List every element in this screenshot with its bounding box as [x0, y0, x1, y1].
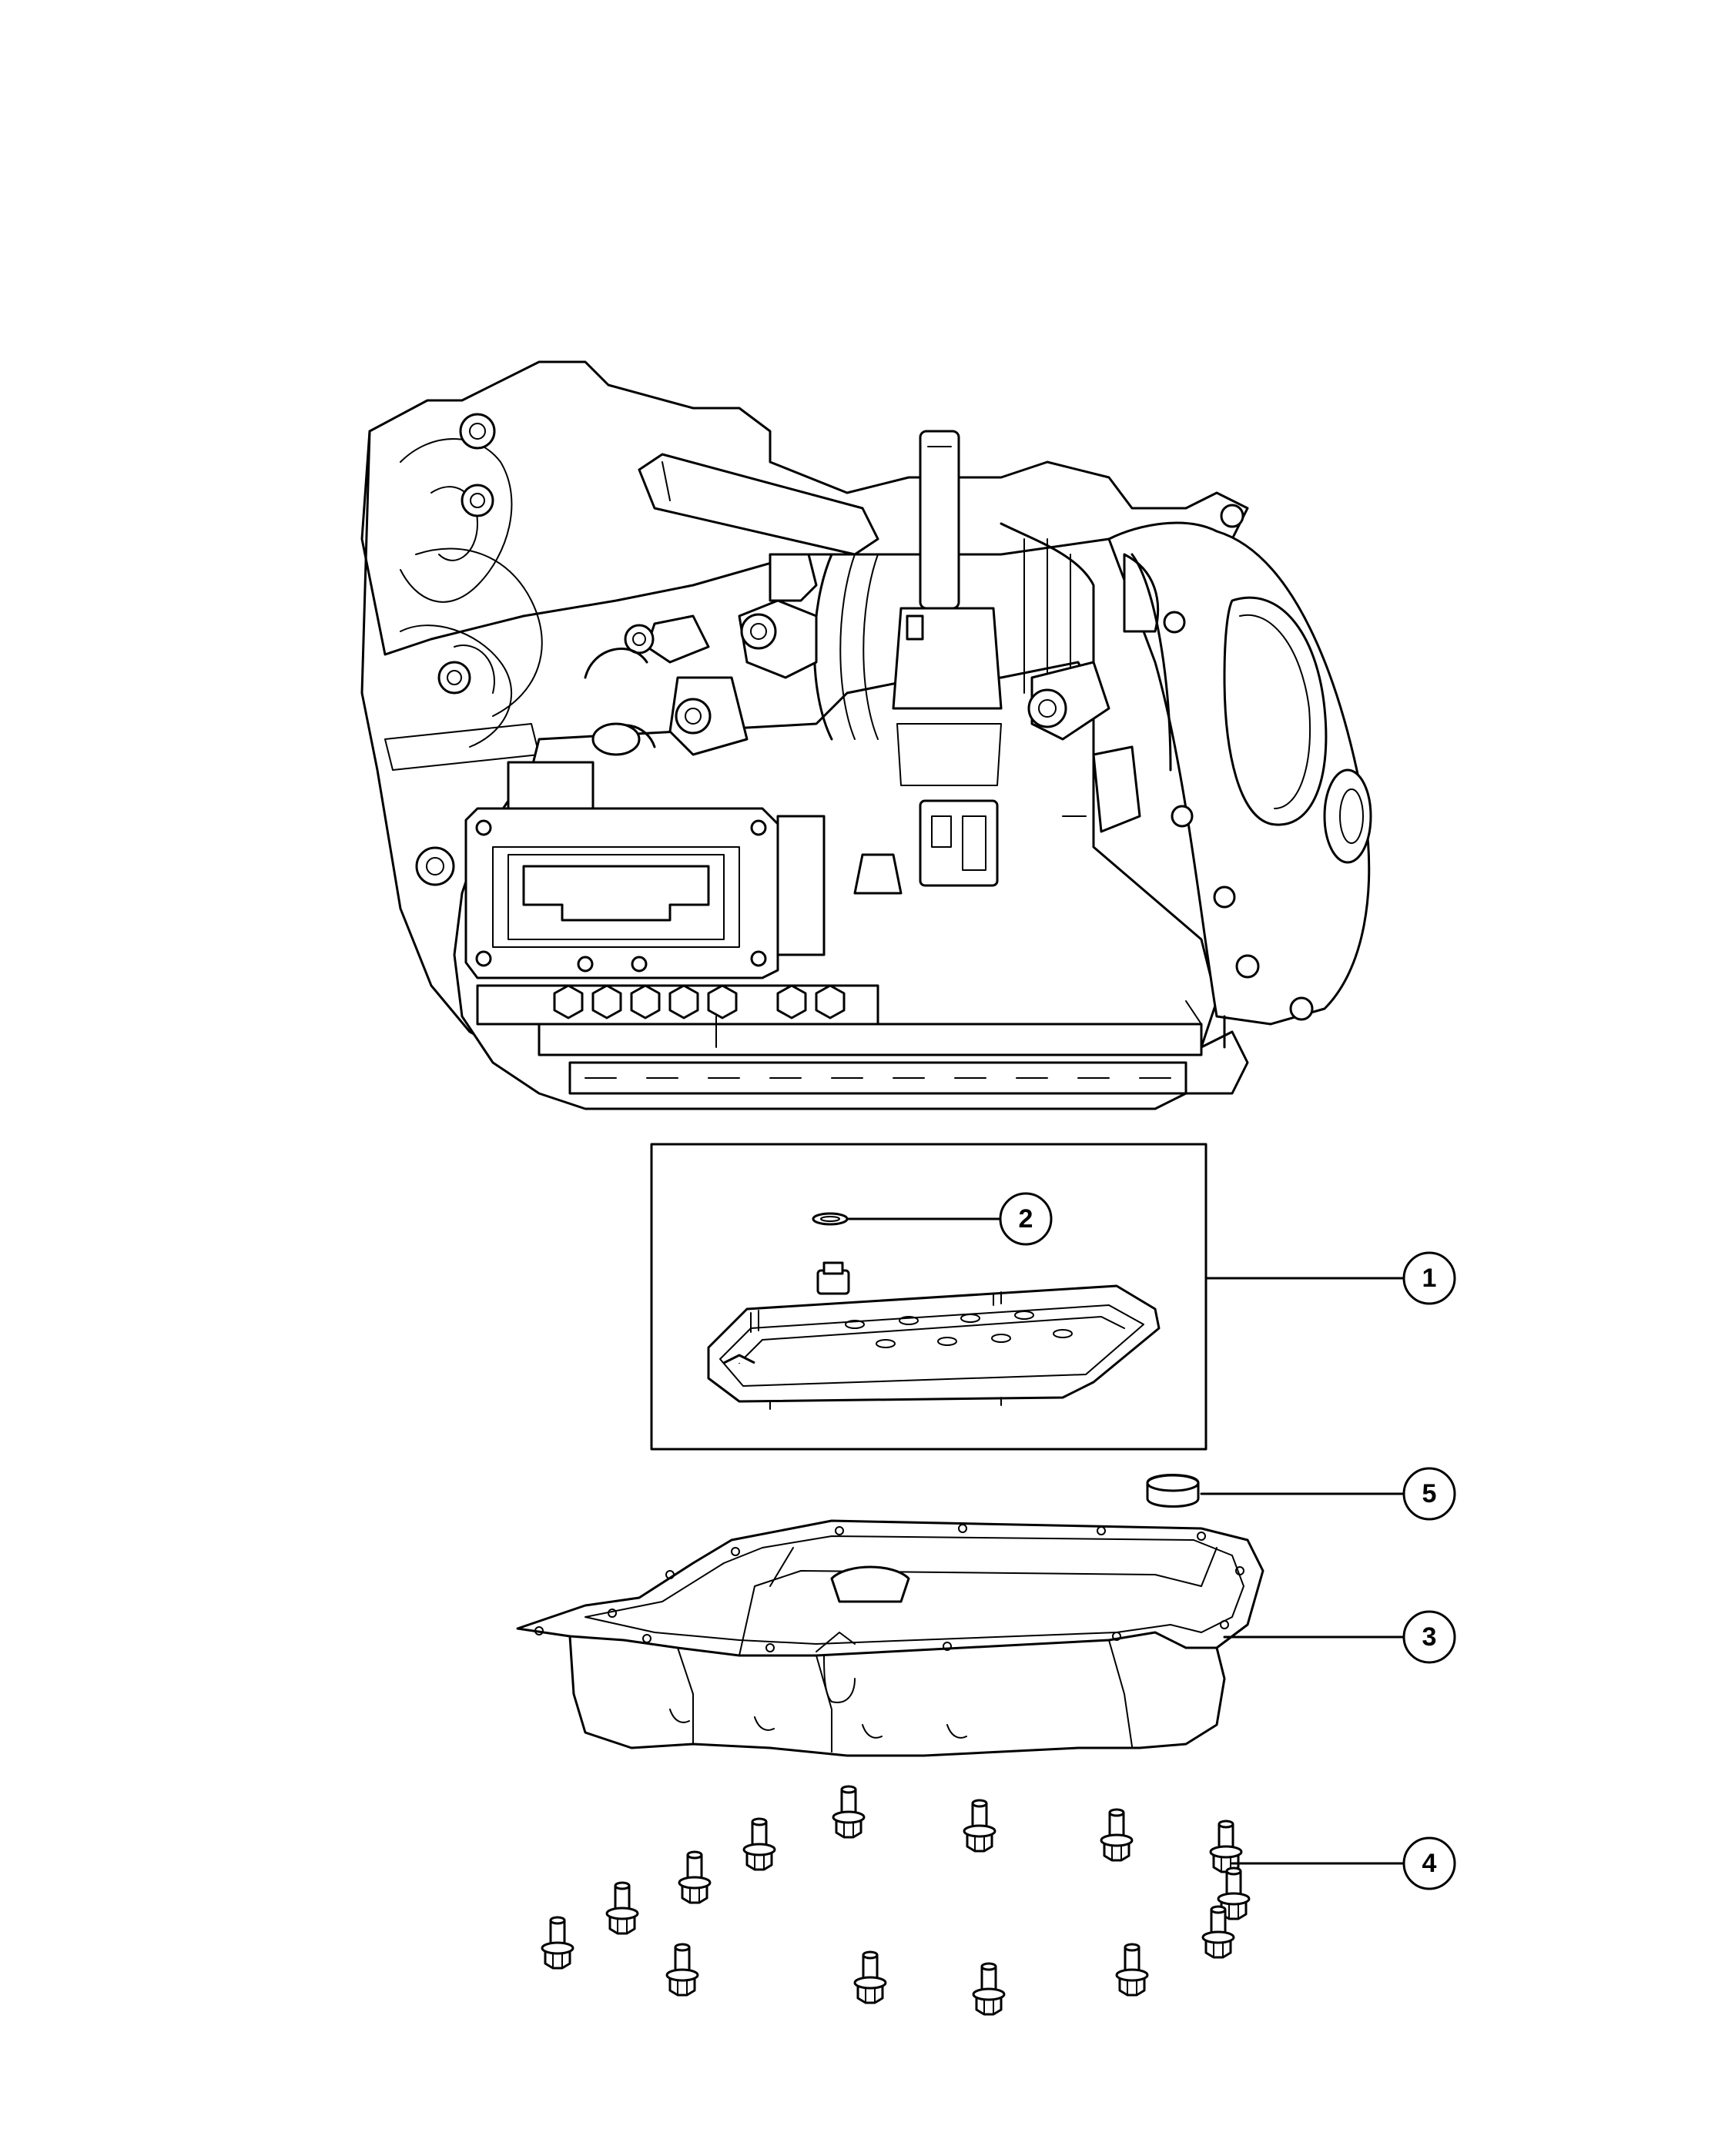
pan-bolt [1201, 1905, 1235, 1959]
oil-pan [516, 1519, 1264, 1757]
callout-1: 1 [1402, 1251, 1456, 1305]
pan-bolt [665, 1943, 699, 1997]
pan-bolt [742, 1817, 776, 1871]
pan-plug [1146, 1474, 1200, 1508]
transmission-filter [707, 1284, 1161, 1403]
pan-bolt [963, 1799, 996, 1853]
pan-bolts [541, 1785, 1251, 2016]
callout-5: 5 [1402, 1467, 1456, 1521]
callout-label-2: 2 [1019, 1204, 1033, 1234]
transmission-assembly [360, 360, 1372, 1110]
callout-label-5: 5 [1422, 1479, 1437, 1508]
leader-lines [846, 1217, 1405, 1865]
callout-3: 3 [1402, 1610, 1456, 1664]
pan-bolt [832, 1785, 866, 1839]
pan-bolt [1100, 1808, 1134, 1862]
o-ring [812, 1212, 849, 1226]
pan-bolt [541, 1916, 574, 1970]
pan-bolt [1209, 1820, 1243, 1873]
callout-label-3: 3 [1422, 1622, 1437, 1652]
callout-label-1: 1 [1422, 1264, 1437, 1293]
valve-body-inset [650, 1143, 1208, 1451]
callout-2: 2 [999, 1192, 1053, 1246]
pan-bolt [853, 1950, 887, 2004]
pan-bolt [1115, 1943, 1149, 1997]
pan-bolt [678, 1850, 712, 1904]
callout-4: 4 [1402, 1836, 1456, 1890]
pan-bolt [1217, 1866, 1251, 1920]
pan-bolt [972, 1962, 1006, 2016]
callout-label-4: 4 [1422, 1849, 1437, 1878]
pan-bolt [605, 1881, 639, 1935]
